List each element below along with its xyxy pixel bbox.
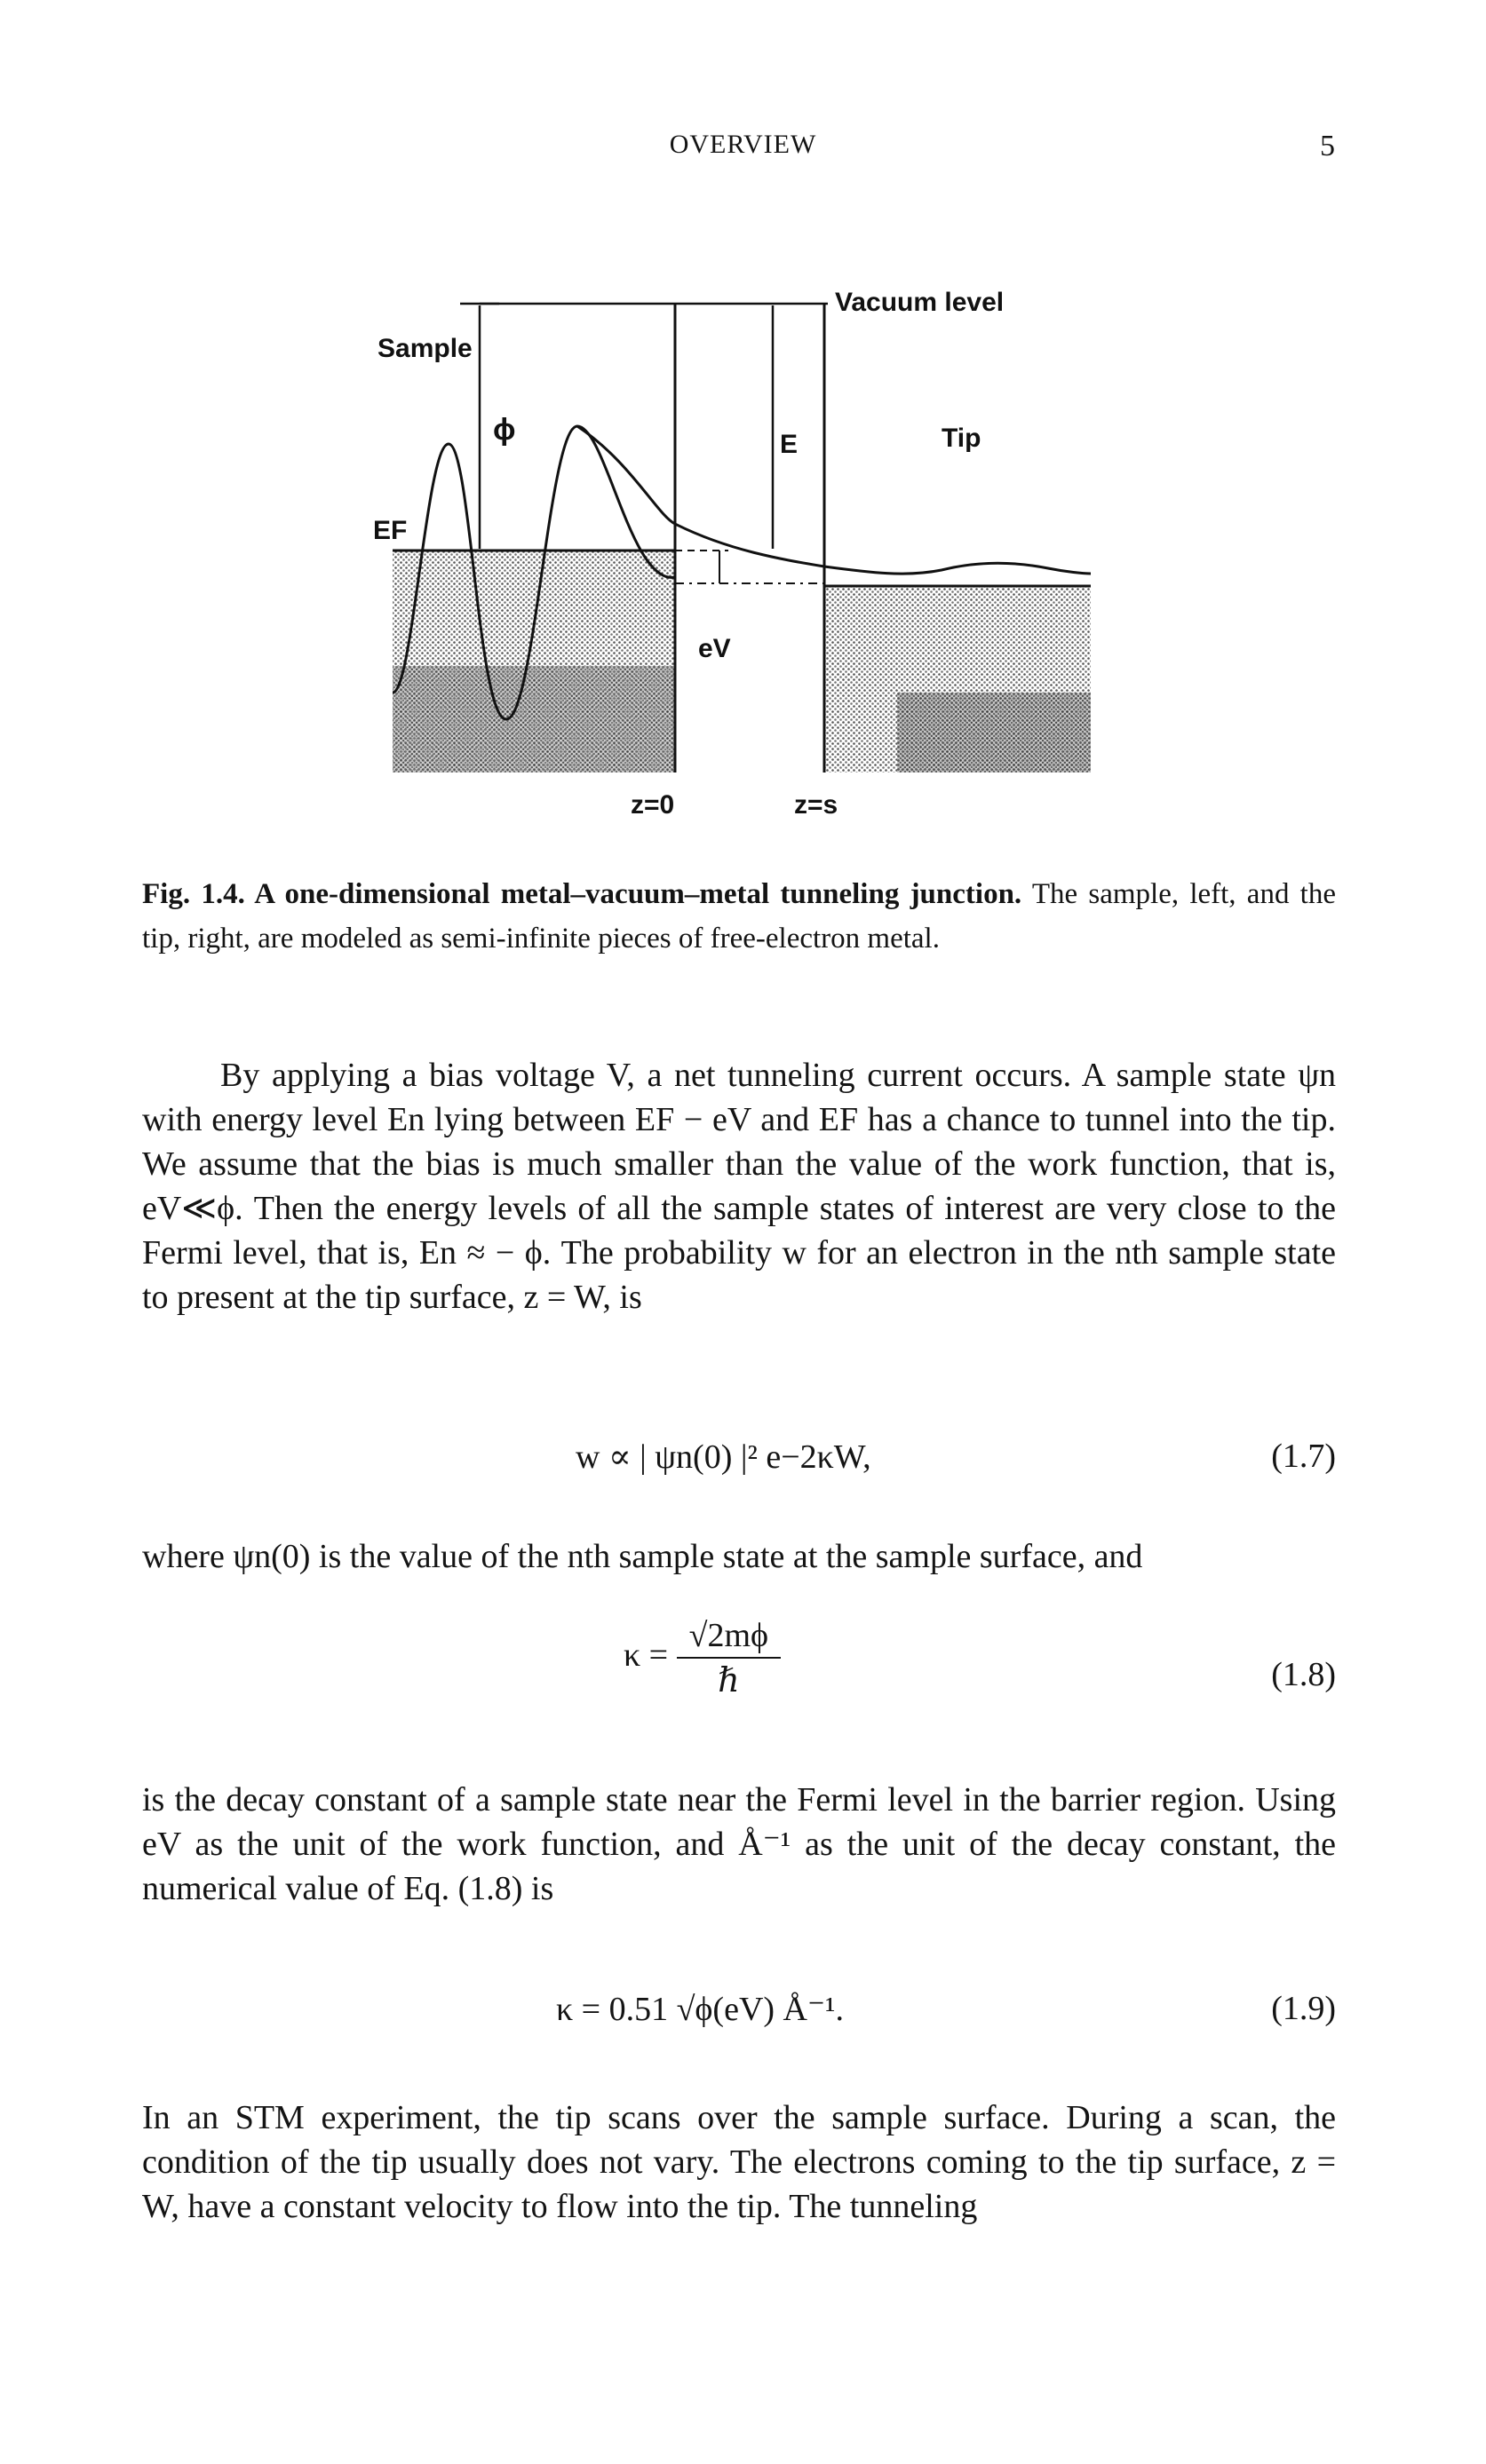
equation-1-7-body: w ∝ | ψn(0) |² e−2κW, bbox=[576, 1438, 871, 1476]
e-label: E bbox=[780, 430, 798, 459]
zs-label: z=s bbox=[794, 790, 838, 820]
caption-title: Fig. 1.4. A one-dimensional metal–vacuum… bbox=[142, 878, 1022, 910]
ev-label: eV bbox=[698, 634, 731, 663]
barrier-decay-curve bbox=[576, 424, 825, 568]
tip-label: Tip bbox=[942, 424, 981, 453]
tunneling-junction-figure: Vacuum level Sample Tip EF ϕ E eV z=0 z=… bbox=[373, 288, 1092, 820]
equation-1-8: κ = √2mϕ ℏ (1.8) bbox=[142, 1616, 1336, 1723]
paragraph-1: By applying a bias voltage V, a net tunn… bbox=[142, 1053, 1336, 1319]
paragraph-3-text: is the decay constant of a sample state … bbox=[142, 1781, 1336, 1907]
equation-1-8-number: (1.8) bbox=[1271, 1656, 1336, 1693]
equation-1-8-denominator: ℏ bbox=[718, 1662, 740, 1699]
equation-1-8-body: κ = √2mϕ ℏ bbox=[624, 1616, 782, 1700]
paragraph-2: where ψn(0) is the value of the nth samp… bbox=[142, 1534, 1336, 1579]
equation-1-9-body: κ = 0.51 √ϕ(eV) Å⁻¹. bbox=[556, 1991, 844, 2028]
sample-wavefunction-curve bbox=[392, 424, 676, 721]
running-head: OVERVIEW bbox=[669, 130, 817, 159]
z0-label: z=0 bbox=[631, 790, 674, 820]
tip-metal-dark-band bbox=[897, 693, 1091, 772]
figure-caption: Fig. 1.4. A one-dimensional metal–vacuum… bbox=[142, 872, 1336, 961]
sample-metal-dark-band bbox=[393, 666, 675, 772]
equation-1-8-fraction: √2mϕ ℏ bbox=[676, 1616, 782, 1700]
tip-wavefunction-curve bbox=[823, 561, 1092, 575]
equation-1-8-lhs: κ = bbox=[624, 1636, 669, 1675]
equation-1-7: w ∝ | ψn(0) |² e−2κW, (1.7) bbox=[142, 1421, 1336, 1527]
phi-label: ϕ bbox=[493, 413, 515, 447]
caption-text: The sample, left, and the tip, right, ar… bbox=[142, 878, 1336, 955]
equation-1-9: κ = 0.51 √ϕ(eV) Å⁻¹. (1.9) bbox=[142, 1973, 1336, 2080]
page-number: 5 bbox=[1320, 130, 1335, 162]
equation-1-8-numerator: √2mϕ bbox=[676, 1616, 782, 1659]
paragraph-4-text: In an STM experiment, the tip scans over… bbox=[142, 2099, 1336, 2225]
paragraph-1-text: By applying a bias voltage V, a net tunn… bbox=[142, 1057, 1336, 1316]
sample-label: Sample bbox=[377, 334, 473, 363]
paragraph-2-text: where ψn(0) is the value of the nth samp… bbox=[142, 1538, 1143, 1575]
vacuum-level-label: Vacuum level bbox=[835, 288, 1004, 317]
paragraph-4: In an STM experiment, the tip scans over… bbox=[142, 2096, 1336, 2229]
equation-1-7-number: (1.7) bbox=[1271, 1438, 1336, 1475]
paragraph-3: is the decay constant of a sample state … bbox=[142, 1778, 1336, 1911]
ef-label: EF bbox=[373, 516, 407, 545]
equation-1-9-number: (1.9) bbox=[1271, 1990, 1336, 2027]
